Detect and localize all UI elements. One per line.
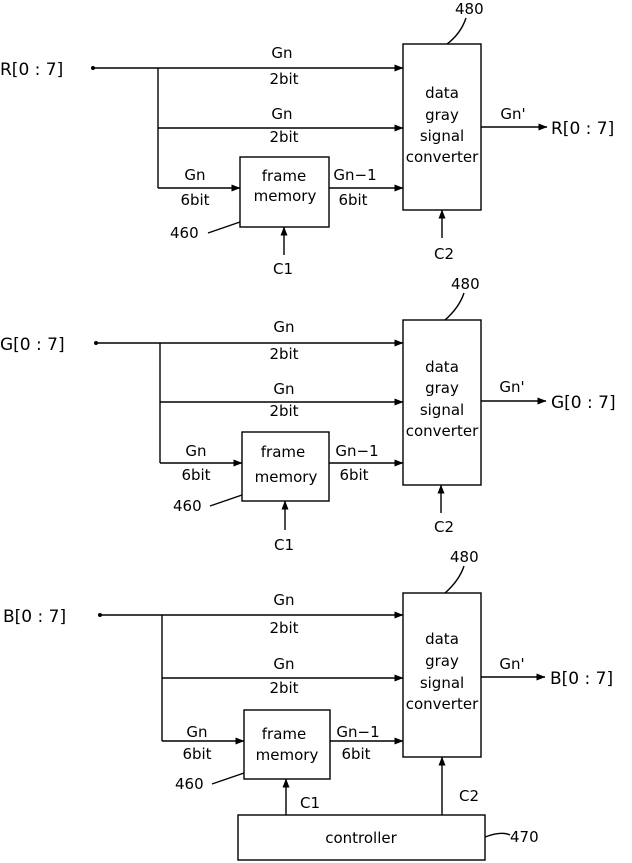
converter-line2: gray (425, 652, 459, 670)
top-path-signal: Gn (271, 44, 292, 62)
output-signal: Gn' (499, 655, 524, 673)
output-label: G[0 : 7] (551, 393, 616, 413)
converter-line2: gray (425, 379, 459, 397)
converter-line2: gray (425, 106, 459, 124)
converter-line1: data (425, 630, 459, 648)
converter-ref: 480 (450, 548, 479, 566)
converter-ref-leader (447, 18, 466, 44)
controller-block: controller 470 (238, 815, 539, 860)
memory-label-line1: frame (262, 167, 306, 185)
memory-label-line2: memory (256, 746, 319, 764)
c1-label: C1 (300, 794, 320, 812)
memory-ref-leader (210, 495, 242, 506)
converter-line4: converter (406, 422, 479, 440)
converter-ref: 480 (451, 275, 480, 293)
converter-line3: signal (420, 674, 464, 692)
mem-in-signal: Gn (185, 442, 206, 460)
mid-path-bits: 2bit (269, 128, 298, 146)
memory-ref: 460 (173, 497, 202, 515)
converter-line1: data (425, 358, 459, 376)
frame-memory-box (244, 710, 330, 779)
mid-path-signal: Gn (271, 105, 292, 123)
mem-in-bits: 6bit (182, 745, 211, 763)
input-label: B[0 : 7] (3, 607, 66, 627)
c1-label: C1 (274, 536, 294, 554)
memory-label-line1: frame (261, 443, 305, 461)
controller-label: controller (325, 829, 397, 847)
c2-label: C2 (434, 245, 454, 263)
mem-out-signal: Gn−1 (335, 442, 378, 460)
mem-out-signal: Gn−1 (333, 166, 376, 184)
memory-label-line2: memory (254, 187, 317, 205)
mem-in-bits: 6bit (180, 191, 209, 209)
mid-path-signal: Gn (273, 380, 294, 398)
mid-path-bits: 2bit (269, 402, 298, 420)
c2-label: C2 (459, 787, 479, 805)
top-path-signal: Gn (273, 591, 294, 609)
converter-line3: signal (420, 401, 464, 419)
memory-ref-leader (208, 222, 240, 233)
mem-in-signal: Gn (186, 723, 207, 741)
mem-in-bits: 6bit (181, 466, 210, 484)
input-label: G[0 : 7] (0, 335, 65, 355)
c2-label: C2 (434, 518, 454, 536)
output-label: R[0 : 7] (551, 119, 614, 139)
top-path-bits: 2bit (269, 345, 298, 363)
memory-ref: 460 (170, 224, 199, 242)
mid-path-signal: Gn (273, 655, 294, 673)
channel-g: G[0 : 7] Gn 2bit Gn 2bit Gn 6bit frame m… (0, 275, 616, 554)
top-path-signal: Gn (273, 318, 294, 336)
channel-b: B[0 : 7] Gn 2bit Gn 2bit Gn 6bit frame m… (3, 548, 613, 815)
output-label: B[0 : 7] (550, 669, 613, 689)
controller-ref: 470 (510, 828, 539, 846)
controller-ref-leader (485, 833, 510, 837)
converter-ref: 480 (455, 0, 484, 18)
converter-line4: converter (406, 148, 479, 166)
output-signal: Gn' (500, 105, 525, 123)
converter-line3: signal (420, 127, 464, 145)
input-label: R[0 : 7] (0, 60, 63, 80)
memory-label-line1: frame (262, 725, 306, 743)
c1-label: C1 (273, 260, 293, 278)
mem-out-bits: 6bit (341, 745, 370, 763)
memory-label-line2: memory (255, 468, 318, 486)
channel-r: R[0 : 7] Gn 2bit Gn 2bit Gn 6bit frame m… (0, 0, 614, 278)
converter-ref-leader (445, 293, 464, 320)
mid-path-bits: 2bit (269, 679, 298, 697)
memory-ref: 460 (175, 775, 204, 793)
top-path-bits: 2bit (269, 70, 298, 88)
mem-out-bits: 6bit (338, 191, 367, 209)
memory-ref-leader (212, 773, 244, 784)
mem-out-bits: 6bit (339, 466, 368, 484)
mem-in-signal: Gn (184, 166, 205, 184)
top-path-bits: 2bit (269, 619, 298, 637)
mem-out-signal: Gn−1 (336, 723, 379, 741)
output-signal: Gn' (499, 378, 524, 396)
converter-line4: converter (406, 695, 479, 713)
converter-line1: data (425, 84, 459, 102)
converter-ref-leader (445, 566, 464, 593)
